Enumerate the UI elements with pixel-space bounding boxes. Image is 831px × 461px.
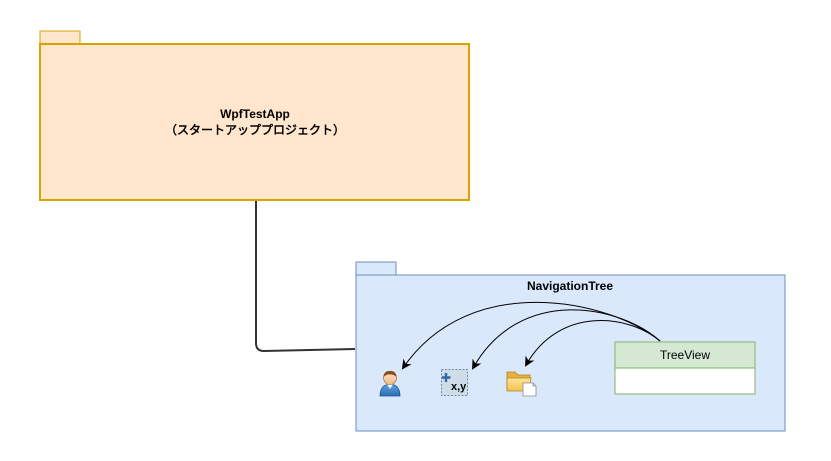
- class-header: [614, 341, 756, 369]
- folder-icon[interactable]: [506, 371, 537, 397]
- package-subtitle: （スタートアッププロジェクト）: [165, 122, 345, 137]
- coordinate-label: x,y: [451, 381, 467, 393]
- package-tab: [39, 30, 81, 45]
- package-title: WpfTestApp: [220, 107, 290, 121]
- package-wpftestapp[interactable]: WpfTestApp （スタートアッププロジェクト）: [39, 30, 470, 201]
- arrow-to-user: [401, 301, 661, 370]
- package-body: [39, 43, 470, 201]
- class-treeview[interactable]: TreeView: [614, 341, 756, 395]
- package-connector: [255, 200, 356, 353]
- user-icon[interactable]: [379, 370, 401, 397]
- arrow-to-folder: [525, 320, 661, 367]
- package-title: NavigationTree: [527, 279, 613, 293]
- package-tab: [355, 261, 397, 276]
- coordinate-icon[interactable]: x,y: [441, 369, 468, 396]
- class-name: TreeView: [660, 348, 710, 362]
- class-body: [614, 367, 756, 395]
- arrow-to-coordinate: [472, 309, 661, 370]
